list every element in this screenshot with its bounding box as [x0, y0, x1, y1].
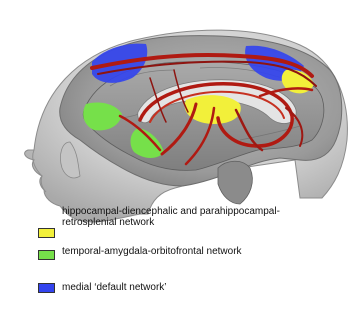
legend-label-medial: medial ‘default network’ — [62, 282, 322, 293]
legend-swatch-yellow — [38, 228, 55, 238]
legend-label-temporal: temporal-amygdala-orbitofrontal network — [62, 246, 322, 257]
brainstem — [218, 161, 252, 204]
legend-swatch-green — [38, 250, 55, 260]
legend-label-hippocampal: hippocampal-diencephalic and parahippoca… — [62, 206, 322, 228]
legend-swatch-blue — [38, 283, 55, 293]
